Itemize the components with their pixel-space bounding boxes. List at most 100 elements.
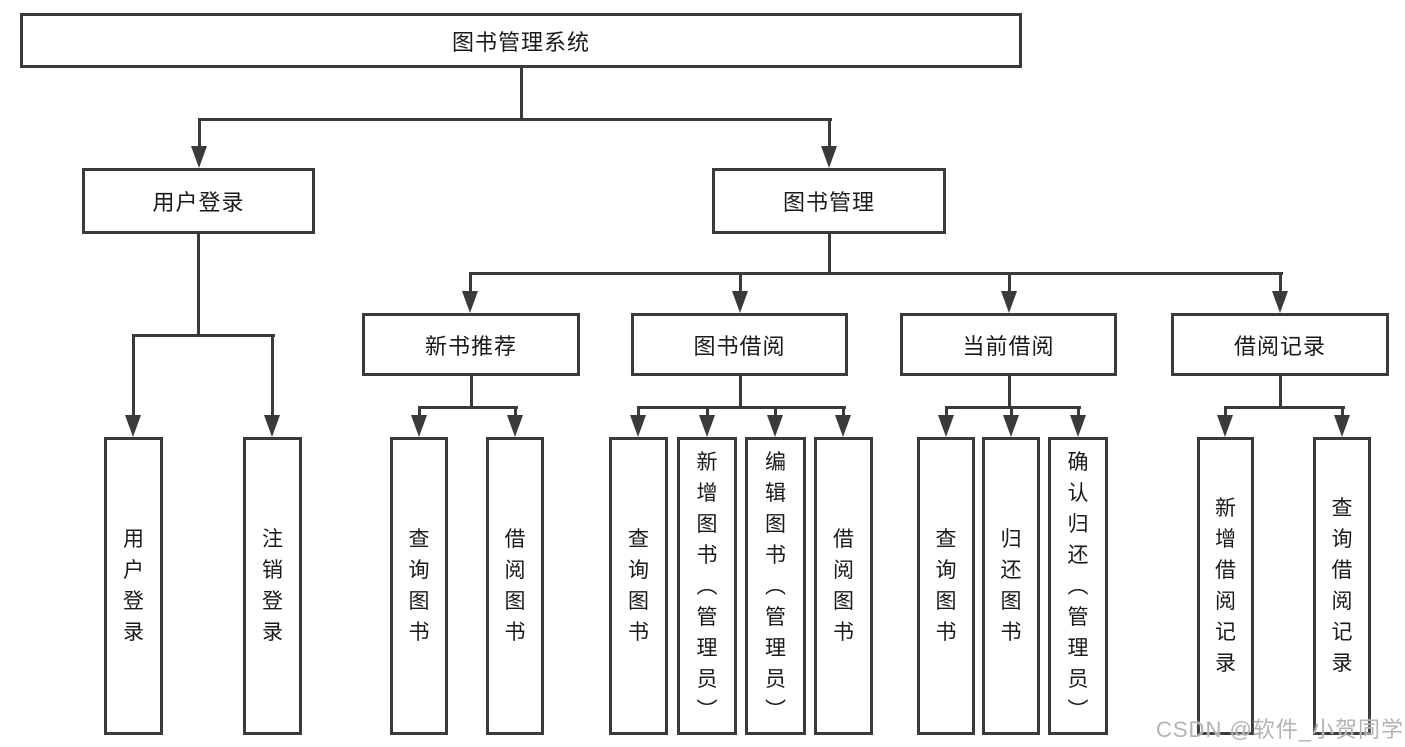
leaf-edit-book-admin: 编辑图书︵管理员︶ bbox=[745, 437, 806, 735]
arrowhead-down-icon bbox=[1217, 415, 1233, 437]
vertical-char: 理 bbox=[765, 636, 786, 660]
arrow-shaft bbox=[1009, 406, 1013, 417]
arrow-shaft bbox=[1278, 272, 1282, 293]
connector-line bbox=[1278, 376, 1282, 408]
node-label: 借阅图书 bbox=[833, 529, 854, 643]
vertical-char: 增 bbox=[696, 481, 718, 505]
vertical-char: 借 bbox=[504, 528, 526, 551]
arrowhead-down-icon bbox=[1334, 415, 1350, 437]
vertical-char: 录 bbox=[1331, 652, 1353, 675]
vertical-char: 管 bbox=[696, 605, 718, 629]
arrowhead-down-icon bbox=[835, 415, 851, 437]
node-label: 图书管理 bbox=[782, 190, 875, 215]
node-label: 查询图书 bbox=[936, 529, 957, 643]
leaf-add-book-admin: 新增图书︵管理员︶ bbox=[677, 437, 737, 735]
node-borrowing-records: 借阅记录 bbox=[1171, 313, 1389, 376]
vertical-char: ︵ bbox=[696, 574, 718, 598]
vertical-char: 还 bbox=[1000, 559, 1022, 582]
leaf-logout-login: 注销登录 bbox=[243, 437, 302, 735]
arrowhead-down-icon bbox=[821, 146, 837, 168]
node-label: 查询图书 bbox=[409, 529, 430, 643]
vertical-char: 员 bbox=[765, 667, 786, 691]
vertical-char: 图 bbox=[696, 512, 718, 536]
node-label: 新增借阅记录 bbox=[1215, 498, 1236, 674]
leaf-return-book: 归还图书 bbox=[982, 437, 1040, 735]
vertical-char: ︵ bbox=[1067, 574, 1089, 598]
vertical-char: 员 bbox=[1067, 667, 1089, 691]
leaf-user-login: 用户登录 bbox=[104, 437, 163, 735]
vertical-char: 询 bbox=[1331, 528, 1353, 551]
connector-line bbox=[636, 406, 846, 409]
vertical-char: 图 bbox=[833, 590, 854, 613]
vertical-char: 图 bbox=[628, 590, 649, 613]
connector-line bbox=[1223, 406, 1345, 409]
leaf-query-borrow-record: 查询借阅记录 bbox=[1313, 437, 1371, 735]
vertical-char: 借 bbox=[1331, 559, 1353, 582]
vertical-char: 录 bbox=[1215, 652, 1236, 675]
arrowhead-down-icon bbox=[125, 415, 141, 437]
vertical-char: 图 bbox=[1000, 590, 1022, 613]
node-label: 借阅记录 bbox=[1233, 333, 1326, 359]
vertical-char: 编 bbox=[765, 450, 786, 474]
node-user-login: 用户登录 bbox=[82, 168, 315, 234]
arrowhead-down-icon bbox=[411, 415, 427, 437]
vertical-char: ︶ bbox=[765, 698, 786, 722]
node-book-borrowing: 图书借阅 bbox=[631, 313, 848, 376]
arrow-shaft bbox=[773, 406, 777, 417]
vertical-char: 理 bbox=[696, 636, 718, 660]
arrow-shaft bbox=[270, 334, 274, 417]
node-current-borrowing: 当前借阅 bbox=[900, 313, 1117, 376]
vertical-char: 借 bbox=[1215, 559, 1236, 582]
vertical-char: 销 bbox=[262, 559, 283, 582]
vertical-char: 记 bbox=[1331, 621, 1353, 644]
arrow-shaft bbox=[1076, 406, 1080, 417]
vertical-char: 书 bbox=[408, 621, 430, 644]
connector-line bbox=[196, 234, 200, 336]
vertical-char: 录 bbox=[262, 621, 283, 644]
arrow-shaft bbox=[1340, 406, 1344, 417]
node-label: 归还图书 bbox=[1001, 529, 1022, 643]
vertical-char: 还 bbox=[1067, 543, 1089, 567]
arrowhead-down-icon bbox=[507, 415, 523, 437]
arrow-shaft bbox=[636, 406, 640, 417]
node-label: 新增图书︵管理员︶ bbox=[697, 452, 718, 721]
connector-line bbox=[944, 406, 1081, 409]
node-label: 确认归还︵管理员︶ bbox=[1068, 452, 1089, 721]
leaf-borrow-books-borrowing: 借阅图书 bbox=[814, 437, 873, 735]
vertical-char: 图 bbox=[504, 590, 526, 613]
arrowhead-down-icon bbox=[699, 415, 715, 437]
vertical-char: 借 bbox=[833, 528, 854, 551]
vertical-char: 书 bbox=[765, 543, 786, 567]
arrowhead-down-icon bbox=[1070, 415, 1086, 437]
arrowhead-down-icon bbox=[264, 415, 280, 437]
arrowhead-down-icon bbox=[767, 415, 783, 437]
vertical-char: 用 bbox=[123, 528, 144, 551]
arrowhead-down-icon bbox=[1001, 291, 1017, 313]
vertical-char: ︶ bbox=[1067, 698, 1089, 722]
vertical-char: ︶ bbox=[696, 698, 718, 722]
arrow-shaft bbox=[197, 118, 201, 148]
vertical-char: 管 bbox=[1067, 605, 1089, 629]
vertical-char: 增 bbox=[1215, 528, 1236, 551]
arrow-shaft bbox=[841, 406, 845, 417]
node-new-book-recommend: 新书推荐 bbox=[362, 313, 580, 376]
vertical-char: 新 bbox=[1215, 497, 1236, 520]
leaf-query-books-recommend: 查询图书 bbox=[390, 437, 448, 735]
arrow-shaft bbox=[827, 118, 831, 148]
leaf-borrow-books-recommend: 借阅图书 bbox=[486, 437, 544, 735]
watermark: CSDN @软件_小贺同学 bbox=[1156, 717, 1405, 742]
vertical-char: 书 bbox=[628, 621, 649, 644]
vertical-char: 管 bbox=[765, 605, 786, 629]
vertical-char: 图 bbox=[408, 590, 430, 613]
vertical-char: 书 bbox=[1000, 621, 1022, 644]
vertical-char: 书 bbox=[833, 621, 854, 644]
arrowhead-down-icon bbox=[938, 415, 954, 437]
node-label: 查询图书 bbox=[628, 529, 649, 643]
connector-line bbox=[827, 234, 831, 275]
arrow-shaft bbox=[417, 406, 421, 417]
connector-line bbox=[468, 272, 1283, 275]
vertical-char: 阅 bbox=[833, 559, 854, 582]
leaf-add-borrow-record: 新增借阅记录 bbox=[1197, 437, 1254, 735]
vertical-char: 书 bbox=[935, 621, 957, 644]
arrowhead-down-icon bbox=[630, 415, 646, 437]
